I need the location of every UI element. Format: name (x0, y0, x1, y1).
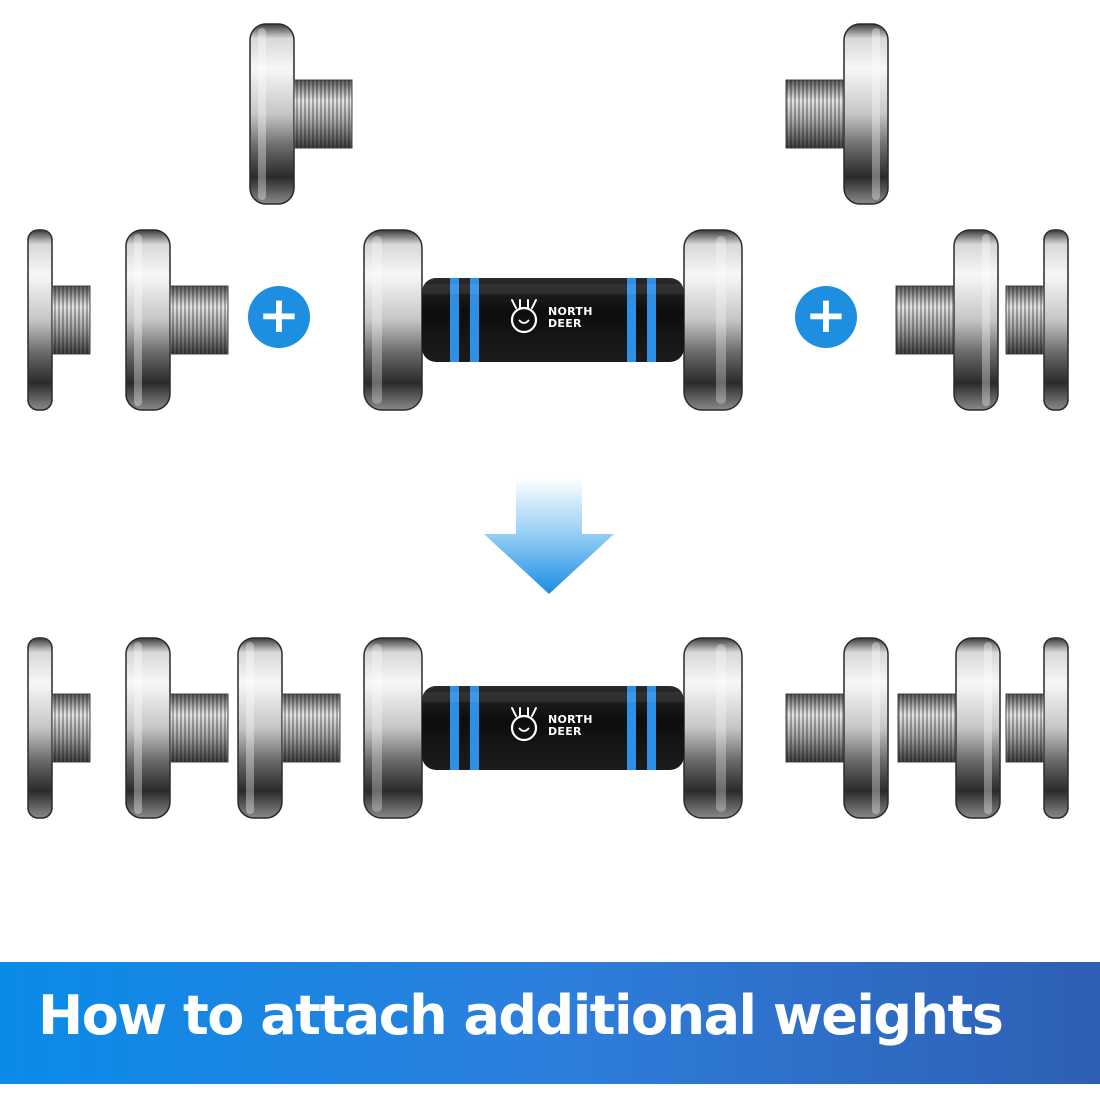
plus-icon: + (795, 286, 857, 348)
brand-line-2: DEER (548, 317, 582, 330)
weight-plate-top-left (248, 22, 356, 206)
brand-line-1: NORTH (548, 305, 593, 318)
plus-symbol: + (258, 286, 300, 344)
assembled-plate-right-1 (782, 636, 890, 820)
assembled-dumbbell-handle: NORTH DEER (362, 636, 744, 820)
weight-plate-left (124, 228, 232, 412)
brand-line-1: NORTH (548, 713, 593, 726)
brand-line-2: DEER (548, 725, 582, 738)
plus-symbol: + (805, 286, 847, 344)
weight-plate-small-right (1004, 228, 1070, 412)
assembled-plate-small-right (1004, 636, 1070, 820)
dumbbell-handle: NORTH DEER (362, 228, 744, 412)
weight-plate-small-left (26, 228, 92, 412)
assembled-plate-left-2 (124, 636, 232, 820)
weight-plate-right (892, 228, 1000, 412)
assembled-plate-right-2 (894, 636, 1002, 820)
caption-banner: How to attach additional weights (0, 962, 1100, 1084)
brand-logo-label: NORTH DEER (548, 306, 593, 330)
weight-plate-top-right (782, 22, 890, 206)
plus-icon: + (248, 286, 310, 348)
brand-logo-label: NORTH DEER (548, 714, 593, 738)
assembled-plate-small-left (26, 636, 92, 820)
caption-text: How to attach additional weights (38, 984, 1004, 1047)
assembled-plate-left-1 (236, 636, 344, 820)
arrow-down-icon (484, 478, 614, 594)
